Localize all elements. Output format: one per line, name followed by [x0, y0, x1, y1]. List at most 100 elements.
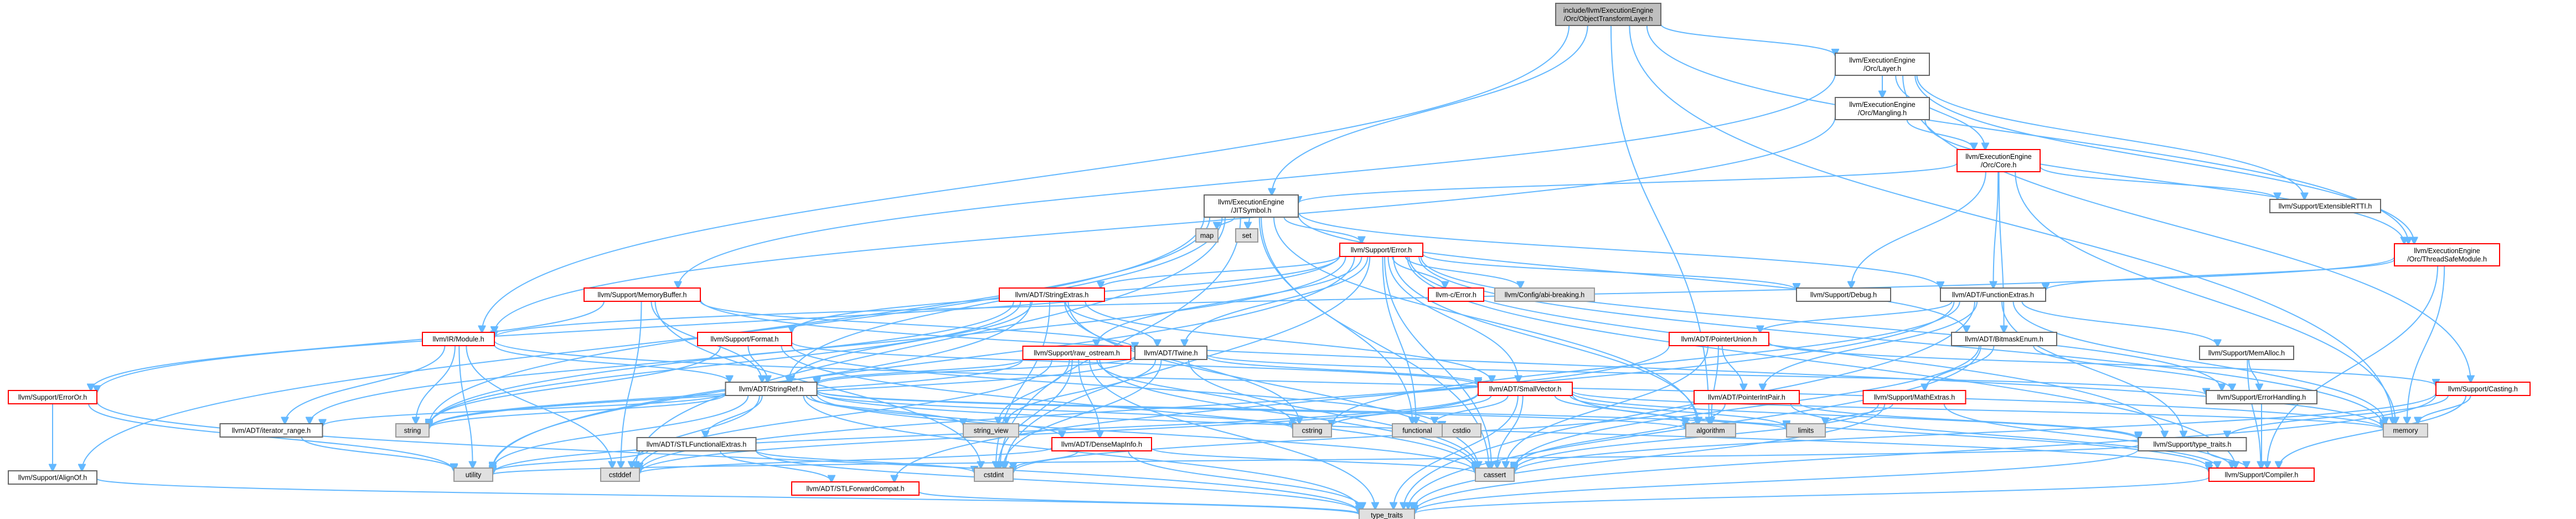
node-typetraits_h[interactable]: llvm/Support/type_traits.h: [2138, 437, 2247, 451]
node-errorhandling[interactable]: llvm/Support/ErrorHandling.h: [2206, 390, 2317, 404]
node-label-mangling-line-1: /Orc/Mangling.h: [1858, 109, 1907, 117]
edge-layer-to-tsm: [1914, 75, 2414, 244]
node-label-jitsymbol-line-0: llvm/ExecutionEngine: [1218, 198, 1284, 206]
node-pointerunion[interactable]: llvm/ADT/PointerUnion.h: [1669, 332, 1769, 346]
node-abibreaking: llvm/Config/abi-breaking.h: [1494, 287, 1595, 302]
node-mathextras[interactable]: llvm/Support/MathExtras.h: [1862, 390, 1966, 404]
edge-stringref-to-limits: [816, 390, 1787, 429]
edge-rawostream-to-cstddef: [639, 359, 1052, 470]
node-twine[interactable]: llvm/ADT/Twine.h: [1134, 346, 1207, 360]
node-label-compiler-line-0: llvm/Support/Compiler.h: [2225, 471, 2299, 479]
node-stlfunctionalextras[interactable]: llvm/ADT/STLFunctionalExtras.h: [636, 437, 757, 451]
edge-error-to-errorhandling: [1420, 256, 2222, 390]
node-label-stlforwardcompat-line-0: llvm/ADT/STLForwardCompat.h: [806, 485, 904, 493]
node-box-layer: [1835, 53, 1930, 76]
node-box-core: [1956, 149, 2041, 172]
node-alignof[interactable]: llvm/Support/AlignOf.h: [8, 470, 97, 485]
edge-error-to-algorithm: [1392, 256, 1699, 424]
edge-typetraits_h-to-compiler: [2207, 450, 2246, 468]
edge-stringref-to-string: [429, 394, 726, 429]
edge-module-to-string: [416, 345, 456, 424]
edge-smallvector-to-cstring: [1331, 395, 1492, 426]
node-functional: functional: [1392, 423, 1443, 438]
node-box-alignof: [8, 470, 97, 485]
node-module[interactable]: llvm/IR/Module.h: [422, 332, 495, 346]
edge-mangling-to-module: [494, 116, 1836, 333]
edge-typetraits_h-to-typetraits: [1415, 449, 2139, 513]
edge-layer-to-core: [1895, 75, 1985, 150]
node-label-layer-line-1: /Orc/Layer.h: [1863, 65, 1901, 73]
node-box-cstdint: [974, 467, 1014, 482]
node-format[interactable]: llvm/Support/Format.h: [697, 332, 792, 346]
node-smallvector[interactable]: llvm/ADT/SmallVector.h: [1478, 382, 1573, 396]
node-label-layer-line-0: llvm/ExecutionEngine: [1849, 56, 1916, 64]
node-extrtti[interactable]: llvm/Support/ExtensibleRTTI.h: [2269, 199, 2381, 213]
node-label-algorithm-line-0: algorithm: [1696, 427, 1725, 435]
node-label-limits-line-0: limits: [1798, 427, 1814, 435]
node-box-typetraits_h: [2138, 437, 2247, 451]
node-label-stlfunctionalextras-line-0: llvm/ADT/STLFunctionalExtras.h: [647, 441, 747, 449]
edge-stlforwardcompat-to-typetraits: [918, 491, 1359, 514]
node-label-core-line-1: /Orc/Core.h: [1981, 161, 2017, 169]
node-memalloc[interactable]: llvm/Support/MemAlloc.h: [2199, 346, 2294, 360]
edge-tsm-to-compiler: [2267, 265, 2439, 468]
node-cstring: cstring: [1292, 423, 1332, 438]
node-ccerror[interactable]: llvm-c/Error.h: [1428, 287, 1484, 302]
node-memorybuffer[interactable]: llvm/Support/MemoryBuffer.h: [584, 287, 701, 302]
edge-casting-to-compiler: [2279, 395, 2467, 468]
node-stringview: string_view: [963, 423, 1019, 438]
node-label-smallvector-line-0: llvm/ADT/SmallVector.h: [1489, 386, 1562, 393]
edge-bitmaskenum-to-cassert: [1514, 345, 1980, 470]
node-label-mathextras-line-0: llvm/Support/MathExtras.h: [1874, 394, 1955, 402]
node-label-mangling-line-0: llvm/ExecutionEngine: [1849, 101, 1916, 109]
edge-jitsymbol-to-cstddef: [636, 217, 1226, 468]
node-box-string: [395, 423, 430, 438]
node-bitmaskenum[interactable]: llvm/ADT/BitmaskEnum.h: [1951, 332, 2057, 346]
node-compiler[interactable]: llvm/Support/Compiler.h: [2208, 467, 2315, 482]
node-label-format-line-0: llvm/Support/Format.h: [711, 336, 779, 343]
node-cassert: cassert: [1475, 467, 1515, 482]
node-core[interactable]: llvm/ExecutionEngine/Orc/Core.h: [1956, 149, 2041, 172]
node-stringref[interactable]: llvm/ADT/StringRef.h: [725, 382, 818, 396]
node-box-twine: [1134, 346, 1207, 360]
node-erroror[interactable]: llvm/Support/ErrorOr.h: [8, 390, 97, 404]
edge-core-to-jitsymbol: [1298, 162, 1958, 203]
node-stlforwardcompat[interactable]: llvm/ADT/STLForwardCompat.h: [791, 481, 920, 496]
edge-densemapinfo-to-cassert: [1151, 448, 1475, 473]
node-densemapinfo[interactable]: llvm/ADT/DenseMapInfo.h: [1051, 437, 1152, 451]
edge-pointerintpair-to-compiler: [1790, 403, 2218, 468]
node-tsm[interactable]: llvm/ExecutionEngine/Orc/ThreadSafeModul…: [2394, 243, 2500, 266]
edge-layer-to-memorybuffer: [678, 73, 1836, 288]
node-rawostream[interactable]: llvm/Support/raw_ostream.h: [1022, 346, 1132, 360]
node-box-stlforwardcompat: [791, 481, 920, 496]
edge-functionextras-to-memalloc: [2021, 301, 2217, 346]
edge-memorybuffer-to-twine: [700, 301, 1135, 349]
node-label-twine-line-0: llvm/ADT/Twine.h: [1144, 350, 1197, 357]
node-box-stringref: [725, 382, 818, 396]
node-error[interactable]: llvm/Support/Error.h: [1339, 243, 1423, 257]
node-iteratorrange[interactable]: llvm/ADT/iterator_range.h: [219, 423, 323, 438]
edge-smallvector-to-memory: [1572, 390, 2383, 429]
node-stringextras[interactable]: llvm/ADT/StringExtras.h: [999, 287, 1105, 302]
edge-twine-to-cassert: [1188, 359, 1477, 468]
node-functionextras[interactable]: llvm/ADT/FunctionExtras.h: [1940, 287, 2046, 302]
node-jitsymbol[interactable]: llvm/ExecutionEngine/JITSymbol.h: [1204, 194, 1299, 218]
node-root[interactable]: include/llvm/ExecutionEngine/Orc/ObjectT…: [1555, 3, 1661, 26]
edge-iteratorrange-to-utility: [301, 436, 454, 470]
node-casting[interactable]: llvm/Support/Casting.h: [2435, 382, 2531, 396]
node-label-iteratorrange-line-0: llvm/ADT/iterator_range.h: [232, 427, 311, 435]
node-mangling[interactable]: llvm/ExecutionEngine/Orc/Mangling.h: [1835, 97, 1930, 120]
edges-layer: [53, 23, 2471, 514]
edge-twine-to-smallvector: [1206, 356, 1478, 384]
node-debug[interactable]: llvm/Support/Debug.h: [1796, 287, 1891, 302]
edge-rawostream-to-cstring: [1096, 359, 1293, 424]
node-pointerintpair[interactable]: llvm/ADT/PointerIntPair.h: [1694, 390, 1800, 404]
edge-module-to-iteratorrange: [285, 345, 446, 424]
node-label-stringview-line-0: string_view: [974, 427, 1009, 435]
edge-casting-to-typetraits_h: [2227, 395, 2449, 438]
node-layer[interactable]: llvm/ExecutionEngine/Orc/Layer.h: [1835, 53, 1930, 76]
node-algorithm: algorithm: [1685, 423, 1736, 438]
node-label-root-line-1: /Orc/ObjectTransformLayer.h: [1564, 15, 1653, 23]
edge-error-to-twine: [1185, 256, 1369, 346]
